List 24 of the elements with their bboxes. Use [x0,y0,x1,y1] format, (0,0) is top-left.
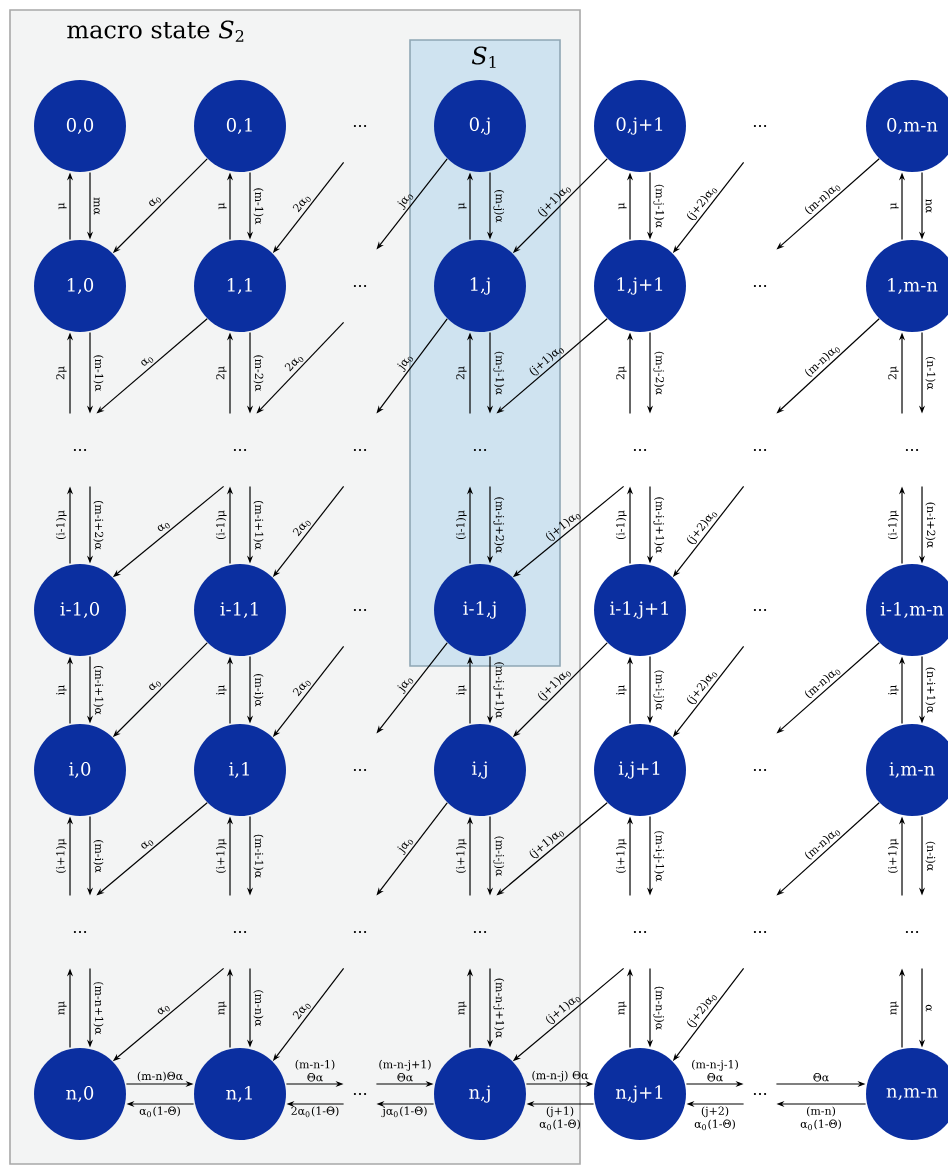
ellipsis: ... [753,124,767,128]
ellipsis: ... [753,930,767,934]
ellipsis: ... [473,448,487,452]
ellipsis: ... [353,768,367,772]
ellipsis: ... [633,448,647,452]
ellipsis: ... [233,930,247,934]
ellipsis: ... [753,1093,767,1096]
ellipsis: ... [353,608,367,612]
ellipsis: ... [353,448,367,452]
ellipsis: ... [905,448,919,452]
ellipsis: ... [753,448,767,452]
ellipsis: ... [353,930,367,934]
ellipsis: ... [353,284,367,288]
ellipsis: ... [753,284,767,288]
ellipsis: ... [753,768,767,772]
ellipsis: ... [353,1093,367,1096]
ellipsis: ... [905,930,919,934]
ellipsis: ... [633,930,647,934]
ellipsis: ... [73,930,87,934]
ellipsis: ... [73,448,87,452]
ellipsis: ... [473,930,487,934]
ellipsis: ... [753,608,767,612]
ellipsis: ... [233,448,247,452]
ellipsis: ... [353,124,367,128]
